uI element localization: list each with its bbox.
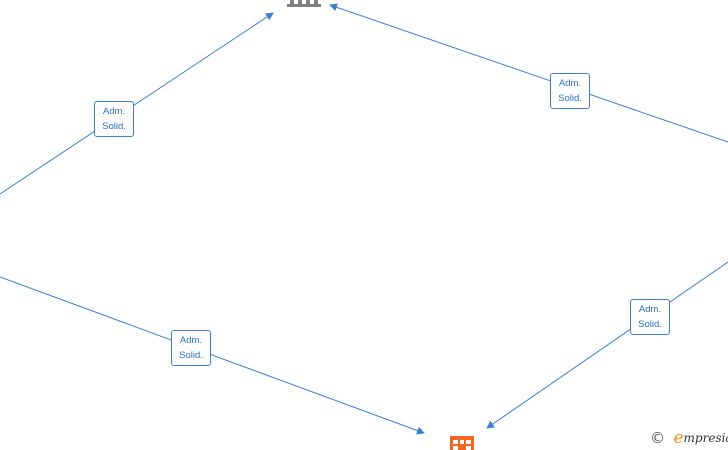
edge-left-to-top [0,12,274,195]
edge-label[interactable]: Adm. Solid. [171,330,211,366]
edge-right-to-bottom [486,261,728,429]
edge-label-line2: Solid. [179,350,203,361]
edge-label-line1: Adm. [179,335,203,346]
company-icon[interactable] [450,436,474,450]
edge-label[interactable]: Adm. Solid. [550,73,590,109]
edge-label-line2: Solid. [558,93,582,104]
edge-right-to-top [329,3,728,143]
building-icon[interactable] [287,0,321,8]
edge-label[interactable]: Adm. Solid. [630,299,670,335]
edge-label-line2: Solid. [102,121,126,132]
empresia-watermark: © empresia [650,428,728,448]
edge-label-line1: Adm. [558,78,582,89]
edge-left-to-bottom [0,276,425,435]
edge-label[interactable]: Adm. Solid. [94,101,134,137]
edge-label-line1: Adm. [102,106,126,117]
copyright-icon: © [650,429,665,447]
edge-label-line2: Solid. [638,319,662,330]
edge-label-line1: Adm. [638,304,662,315]
brand-initial: e [673,428,684,448]
brand-name: mpresia [683,431,728,445]
